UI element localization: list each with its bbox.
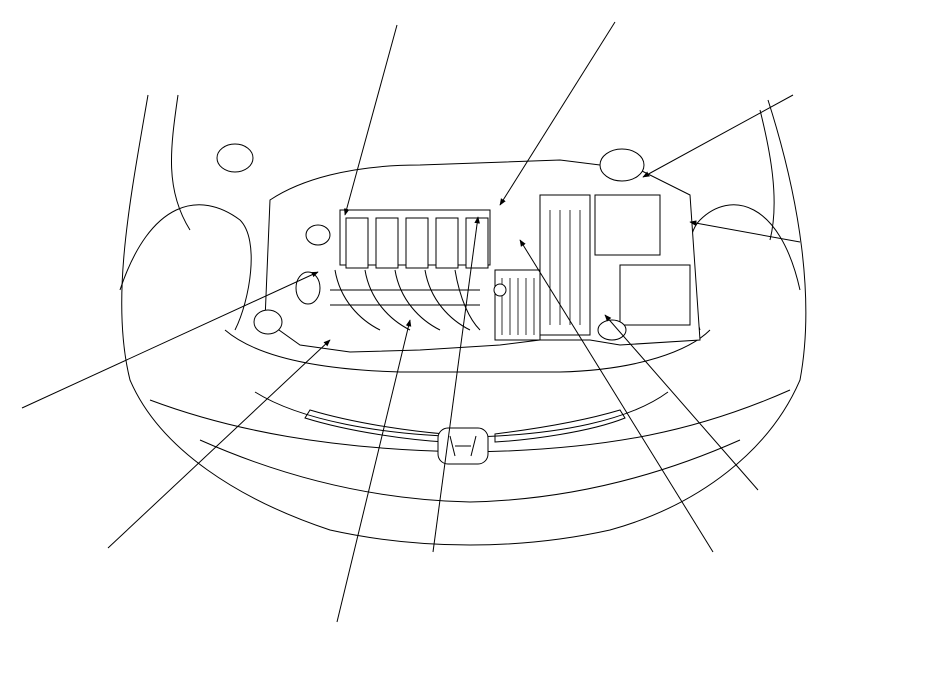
leader-line bbox=[642, 94, 794, 178]
leader-line bbox=[336, 319, 412, 623]
leader-line bbox=[343, 24, 398, 216]
intake-manifold bbox=[330, 269, 481, 331]
ignition-coils bbox=[345, 217, 489, 269]
leader-line bbox=[604, 314, 759, 491]
leader-line bbox=[21, 271, 319, 409]
battery-fuse-box bbox=[494, 194, 691, 341]
leader-line bbox=[499, 21, 616, 206]
leader-line bbox=[107, 339, 331, 549]
engine-block bbox=[216, 143, 701, 353]
grille bbox=[304, 409, 626, 465]
leader-line bbox=[519, 239, 714, 553]
callout-leader-lines bbox=[21, 21, 801, 623]
leader-line bbox=[432, 216, 480, 553]
reservoirs bbox=[216, 143, 645, 341]
leader-line bbox=[689, 220, 801, 243]
